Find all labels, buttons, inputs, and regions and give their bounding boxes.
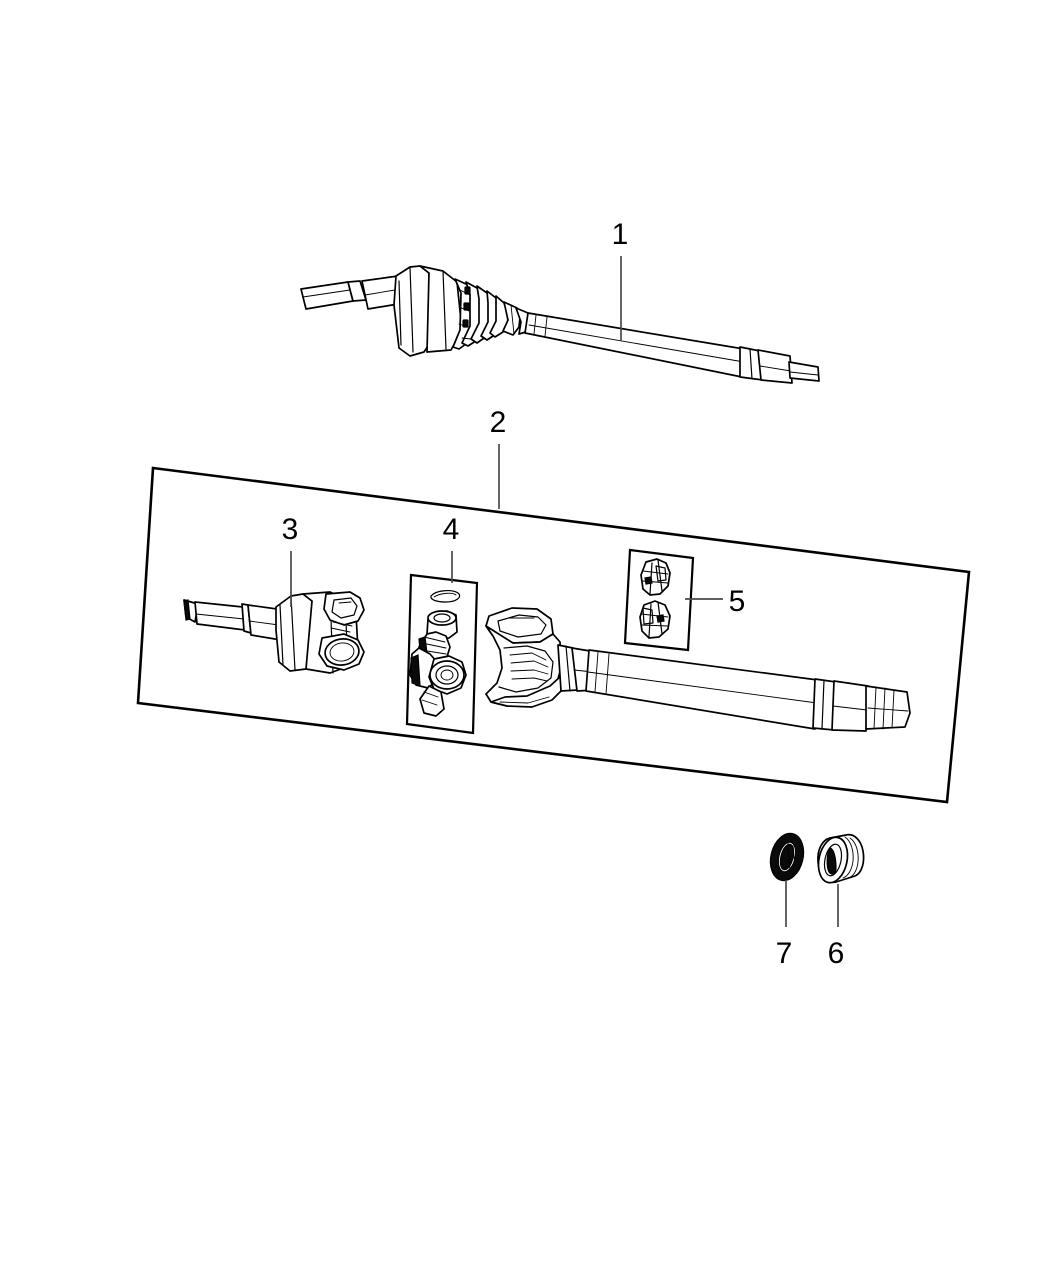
part-1-inner-spline-tip bbox=[788, 361, 820, 382]
part-3-yoke-ear-upper bbox=[323, 591, 365, 626]
callout-number-2: 2 bbox=[490, 406, 507, 439]
callout-number-1: 1 bbox=[612, 218, 629, 251]
callout-number-5: 5 bbox=[729, 585, 746, 618]
callout-number-6: 6 bbox=[828, 937, 845, 970]
box-5-frame bbox=[623, 548, 695, 652]
part-5-clip-lower bbox=[639, 600, 671, 639]
part-2-yoke-shaft-collar bbox=[557, 644, 596, 692]
part-1-half-shaft-assembly bbox=[300, 265, 820, 384]
box-4-frame bbox=[405, 573, 479, 735]
part-5-retainer-clips bbox=[639, 558, 671, 639]
part-2-shaft-step bbox=[812, 678, 869, 732]
part-4-universal-joint-cross bbox=[409, 590, 467, 717]
part-1-cv-boot bbox=[452, 278, 509, 350]
part-1-shaft-bar bbox=[524, 312, 745, 378]
part-4-cross-lower-stub bbox=[419, 685, 445, 717]
part-3-yoke-ear-lower bbox=[318, 633, 365, 671]
part-3-spline-end bbox=[183, 599, 246, 631]
callout-numbers: 1 2 3 4 5 6 7 bbox=[282, 218, 845, 970]
part-3-stub-shaft-yoke bbox=[183, 591, 365, 674]
part-2-shaft-body bbox=[585, 649, 819, 730]
callout-leader-lines bbox=[290, 256, 839, 927]
part-2-shaft-and-yoke bbox=[485, 607, 911, 732]
part-1-outer-spline-tip bbox=[300, 280, 367, 310]
callout-number-4: 4 bbox=[443, 513, 460, 546]
callout-number-3: 3 bbox=[282, 513, 299, 546]
part-7-shaft-seal bbox=[769, 832, 805, 882]
part-1-shaft-collar bbox=[739, 346, 793, 384]
part-3-shaft-body bbox=[241, 603, 282, 641]
part-1-cv-joint-housing bbox=[393, 265, 463, 357]
group-box-2-frame bbox=[136, 466, 971, 804]
part-5-clip-upper bbox=[640, 558, 671, 596]
part-2-shaft-spline-tip bbox=[865, 685, 911, 730]
callout-number-7: 7 bbox=[776, 937, 793, 970]
part-4-snap-ring bbox=[430, 590, 461, 603]
part-6-bearing-ring bbox=[817, 833, 865, 884]
part-4-bearing-cap-lower bbox=[428, 655, 467, 695]
